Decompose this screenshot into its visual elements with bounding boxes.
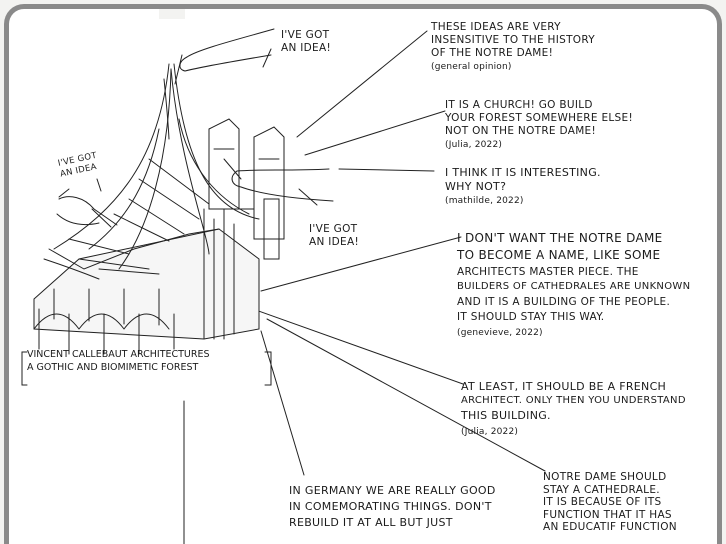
pointer-line-7 (261, 331, 304, 475)
note-signature: (general opinion) (431, 62, 595, 73)
note-line: I DON'T WANT THE NOTRE DAME (457, 230, 690, 247)
caption-line-2: A GOTHIC AND BIOMIMETIC FOREST (27, 362, 210, 375)
speech-line: AN IDEA! (309, 236, 359, 249)
note-line: BUILDERS OF CATHEDRALES ARE UNKNOWN (457, 280, 690, 295)
speech-line: AN IDEA! (281, 42, 331, 55)
note-line: IT IS BECAUSE OF ITS (543, 496, 677, 509)
note-line: ARCHITECTS MASTER PIECE. THE (457, 265, 690, 280)
note-line: AN EDUCATIF FUNCTION (543, 521, 677, 534)
note-line: AT LEAST, IT SHOULD BE A FRENCH (461, 379, 686, 394)
pointer-line-2 (305, 111, 445, 155)
note-line: AND IT IS A BUILDING OF THE PEOPLE. (457, 295, 690, 310)
note-line: INSENSITIVE TO THE HISTORY (431, 34, 595, 47)
speech-tick-left (97, 179, 101, 191)
note-line: THIS BUILDING. (461, 408, 686, 423)
caption-line-1: VINCENT CALLEBAUT ARCHITECTURES (27, 349, 210, 362)
opinion-note-7: IN GERMANY WE ARE REALLY GOOD IN COMEMOR… (289, 483, 496, 531)
pointer-line-3 (339, 169, 434, 171)
note-signature: (Julia, 2022) (445, 140, 633, 151)
note-line: FUNCTION THAT IT HAS (543, 509, 677, 522)
opinion-note-1: THESE IDEAS ARE VERY INSENSITIVE TO THE … (431, 21, 595, 74)
hand-top-drawing (175, 29, 274, 84)
speech-line: I'VE GOT (309, 223, 359, 236)
speech-idea-top: I'VE GOT AN IDEA! (281, 29, 331, 55)
note-line: IN COMEMORATING THINGS. DON'T (289, 499, 496, 515)
sketch-frame: I'VE GOT AN IDEA! I'VE GOT AN IDEA I'VE … (4, 4, 722, 544)
speech-line: I'VE GOT (281, 29, 331, 42)
note-line: TO BECOME A NAME, LIKE SOME (457, 247, 690, 264)
note-line: IN GERMANY WE ARE REALLY GOOD (289, 483, 496, 499)
note-line: REBUILD IT AT ALL BUT JUST (289, 515, 496, 531)
speech-idea-right: I'VE GOT AN IDEA! (309, 223, 359, 249)
note-line: STAY A CATHEDRALE. (543, 484, 677, 497)
note-line: WHY NOT? (445, 180, 601, 194)
note-line: IT SHOULD STAY THIS WAY. (457, 310, 690, 325)
caption-bracket-right (265, 352, 271, 385)
speech-tick-right (299, 189, 317, 205)
note-signature: (mathilde, 2022) (445, 196, 601, 207)
opinion-note-4: I DON'T WANT THE NOTRE DAME TO BECOME A … (457, 230, 690, 340)
project-caption: VINCENT CALLEBAUT ARCHITECTURES A GOTHIC… (27, 349, 210, 375)
note-line: NOT ON THE NOTRE DAME! (445, 125, 633, 138)
opinion-note-5: AT LEAST, IT SHOULD BE A FRENCH ARCHITEC… (461, 379, 686, 438)
opinion-note-6: NOTRE DAME SHOULD STAY A CATHEDRALE. IT … (543, 471, 677, 534)
hand-right-drawing (224, 159, 333, 201)
note-line: YOUR FOREST SOMEWHERE ELSE! (445, 112, 633, 125)
pointer-line-4 (261, 237, 461, 291)
speech-tick-top (263, 49, 271, 67)
pointer-line-5 (253, 309, 463, 384)
opinion-note-3: I THINK IT IS INTERESTING. WHY NOT? (mat… (445, 166, 601, 207)
note-line: OF THE NOTRE DAME! (431, 47, 595, 60)
note-line: THESE IDEAS ARE VERY (431, 21, 595, 34)
note-signature: (genevieve, 2022) (457, 327, 690, 340)
opinion-note-2: IT IS A CHURCH! GO BUILD YOUR FOREST SOM… (445, 99, 633, 152)
note-line: ARCHITECT. ONLY THEN YOU UNDERSTAND (461, 394, 686, 408)
note-line: NOTRE DAME SHOULD (543, 471, 677, 484)
hand-left-drawing (57, 189, 117, 227)
note-signature: (Julia, 2022) (461, 426, 686, 439)
note-line: IT IS A CHURCH! GO BUILD (445, 99, 633, 112)
note-line: I THINK IT IS INTERESTING. (445, 166, 601, 180)
